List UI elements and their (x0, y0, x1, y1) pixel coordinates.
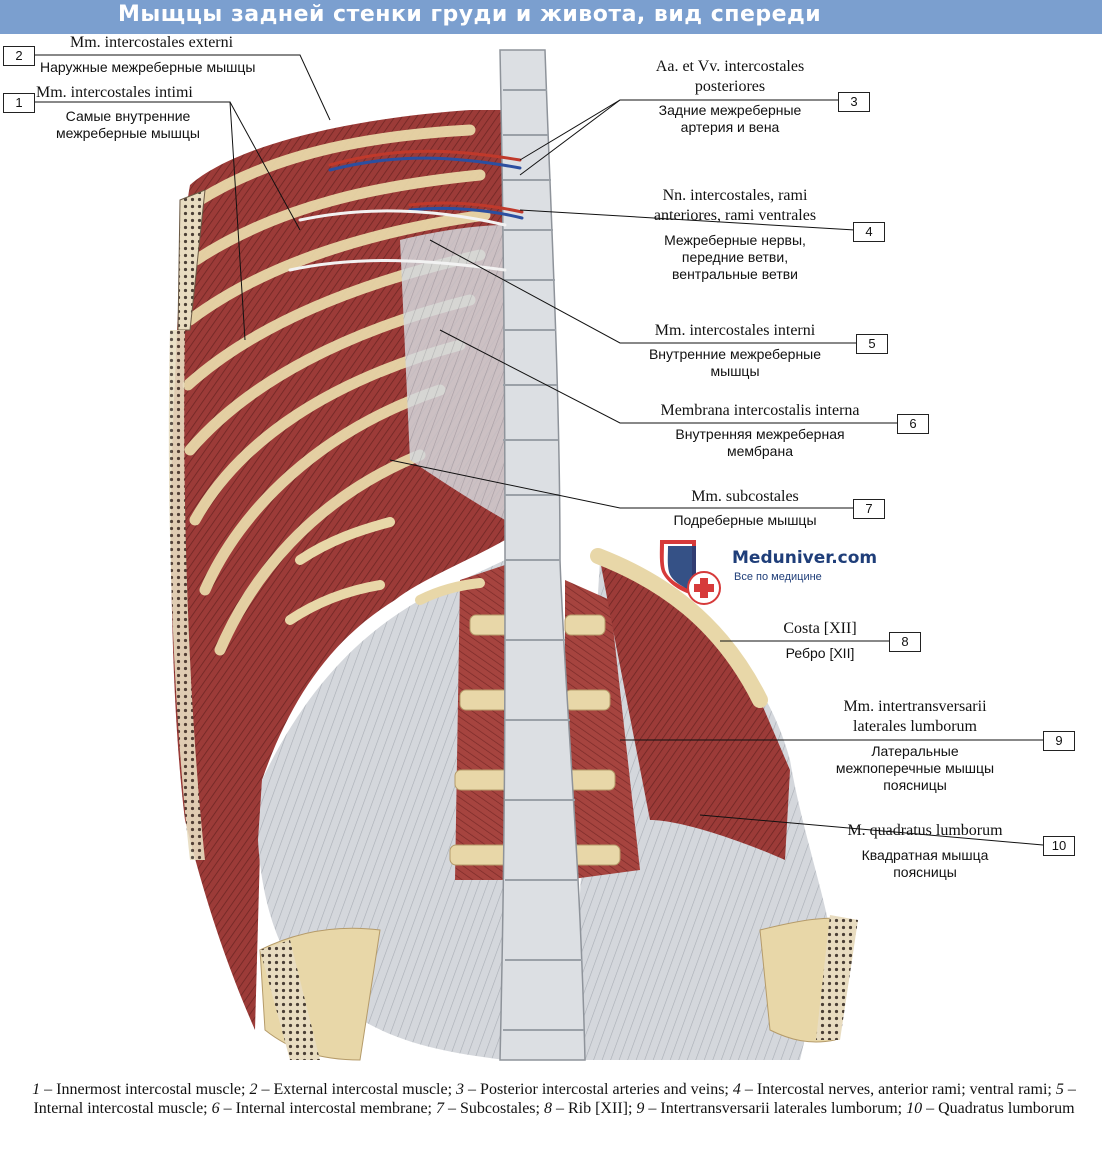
label-5-russian-1: Внутренние межреберные (648, 346, 822, 362)
caption-text-1: – Innermost intercostal muscle; (40, 1081, 250, 1098)
caption-num-6: 6 (211, 1100, 220, 1117)
label-4-russian-2: передние ветви, (681, 249, 789, 265)
label-10-russian-1: Квадратная мышца (861, 847, 989, 863)
label-3-latin-2: posteriores (694, 78, 766, 95)
label-5-number: 5 (856, 334, 888, 354)
caption-num-8: 8 (543, 1100, 552, 1117)
caption-text-8: – Rib [XII]; (551, 1100, 637, 1117)
label-2-russian: Наружные межреберные мышцы (40, 59, 256, 75)
caption-text-4: – Intercostal nerves, anterior rami; ven… (740, 1081, 1056, 1098)
caption-num-10: 10 (906, 1100, 923, 1117)
intercostal-membrane (400, 225, 505, 520)
label-8-latin: Costa [XII] (783, 620, 857, 637)
label-1-russian-1: Самые внутренние (65, 108, 191, 124)
label-9-russian-3: поясницы (883, 777, 947, 793)
label-8-number: 8 (889, 632, 921, 652)
caption-num-5: 5 (1055, 1081, 1064, 1098)
caption-num-9: 9 (636, 1100, 645, 1117)
label-1-number: 1 (3, 93, 35, 113)
intercostal-nerves (288, 209, 507, 272)
label-4-latin-1: Nn. intercostales, rami (662, 187, 808, 204)
label-6-russian-2: мембрана (727, 443, 793, 459)
caption-num-4: 4 (732, 1081, 741, 1098)
label-4-latin-2: anteriores, rami ventrales (653, 207, 817, 224)
label-6-latin: Membrana intercostalis interna (660, 402, 860, 419)
logo-tagline: Все по медицине (734, 571, 822, 583)
label-4-russian-1: Межреберные нервы, (664, 232, 806, 248)
label-7-russian-1: Подреберные мышцы (673, 512, 817, 528)
caption-text-3: – Posterior intercostal arteries and vei… (464, 1081, 733, 1098)
label-7-latin: Mm. subcostales (691, 488, 799, 505)
label-2-number: 2 (3, 46, 35, 66)
label-8-russian-1: Ребро [XII] (785, 645, 855, 661)
caption-num-7: 7 (435, 1100, 444, 1117)
figure-caption: 1 – Innermost intercostal muscle; 2 – Ex… (14, 1080, 1094, 1118)
leader-lines (32, 54, 1044, 846)
label-9-russian-1: Латеральные (871, 743, 959, 759)
lower-ribs-left (285, 517, 485, 625)
label-1-latin: Mm. intercostales intimi (36, 84, 193, 101)
label-10-latin: M. quadratus lumborum (847, 822, 1003, 839)
logo-name: Meduniver.com (732, 548, 878, 568)
label-10-russian-2: поясницы (893, 864, 957, 880)
iliac-cut-right (816, 915, 858, 1040)
caption-text-10: – Quadratus lumborum (922, 1100, 1075, 1117)
caption-text-2: – External intercostal muscle; (257, 1081, 457, 1098)
label-9-latin-2: laterales lumborum (853, 718, 977, 735)
label-5-russian-2: мышцы (710, 363, 760, 379)
label-2-latin: Mm. intercostales externi (70, 34, 234, 51)
iliac-cut-left (260, 940, 320, 1060)
caption-num-1: 1 (32, 1081, 41, 1098)
meduniver-logo (656, 536, 722, 613)
rib-cross-section (177, 189, 206, 331)
label-5-latin: Mm. intercostales interni (654, 322, 816, 339)
label-9-latin-1: Mm. intertransversarii (843, 698, 987, 715)
vertebral-column (499, 49, 586, 1061)
label-7-number: 7 (853, 499, 885, 519)
caption-text-6: – Internal intercostal membrane; (219, 1100, 436, 1117)
label-1-russian-2: межреберные мышцы (56, 125, 200, 141)
label-9-russian-2: межпоперечные мышцы (835, 760, 995, 776)
quadratus-lumborum (600, 560, 790, 860)
rib-xii (590, 548, 768, 708)
page-title: Мыщцы задней стенки груди и живота, вид … (118, 2, 822, 27)
label-3-russian-1: Задние межреберные (658, 102, 802, 118)
caption-text-5: – Internal intercostal muscle; (33, 1081, 1076, 1117)
label-4-number: 4 (853, 222, 885, 242)
label-4-russian-3: вентральные ветви (672, 266, 798, 282)
caption-num-2: 2 (249, 1081, 258, 1098)
title-bar: Мыщцы задней стенки груди и живота, вид … (0, 0, 1102, 34)
lateral-wall-cut (168, 330, 205, 860)
label-3-russian-2: артерия и вена (680, 119, 780, 135)
transverse-processes (449, 614, 621, 866)
shield-icon (659, 540, 721, 605)
label-3-number: 3 (838, 92, 870, 112)
lumbar-muscle-right (565, 580, 640, 880)
label-10-number: 10 (1043, 836, 1075, 856)
label-6-russian-1: Внутренняя межреберная (675, 426, 845, 442)
vertebral-discs (503, 89, 584, 1031)
lumbar-muscle-left (455, 565, 505, 880)
caption-text-7: – Subcostales; (443, 1100, 544, 1117)
caption-num-3: 3 (456, 1081, 465, 1098)
label-6-number: 6 (897, 414, 929, 434)
label-9-number: 9 (1043, 731, 1075, 751)
label-3-latin-1: Aa. et Vv. intercostales (655, 58, 805, 75)
caption-text-9: – Intertransversarii laterales lumborum; (644, 1100, 907, 1117)
intercostal-vessels (328, 149, 524, 220)
